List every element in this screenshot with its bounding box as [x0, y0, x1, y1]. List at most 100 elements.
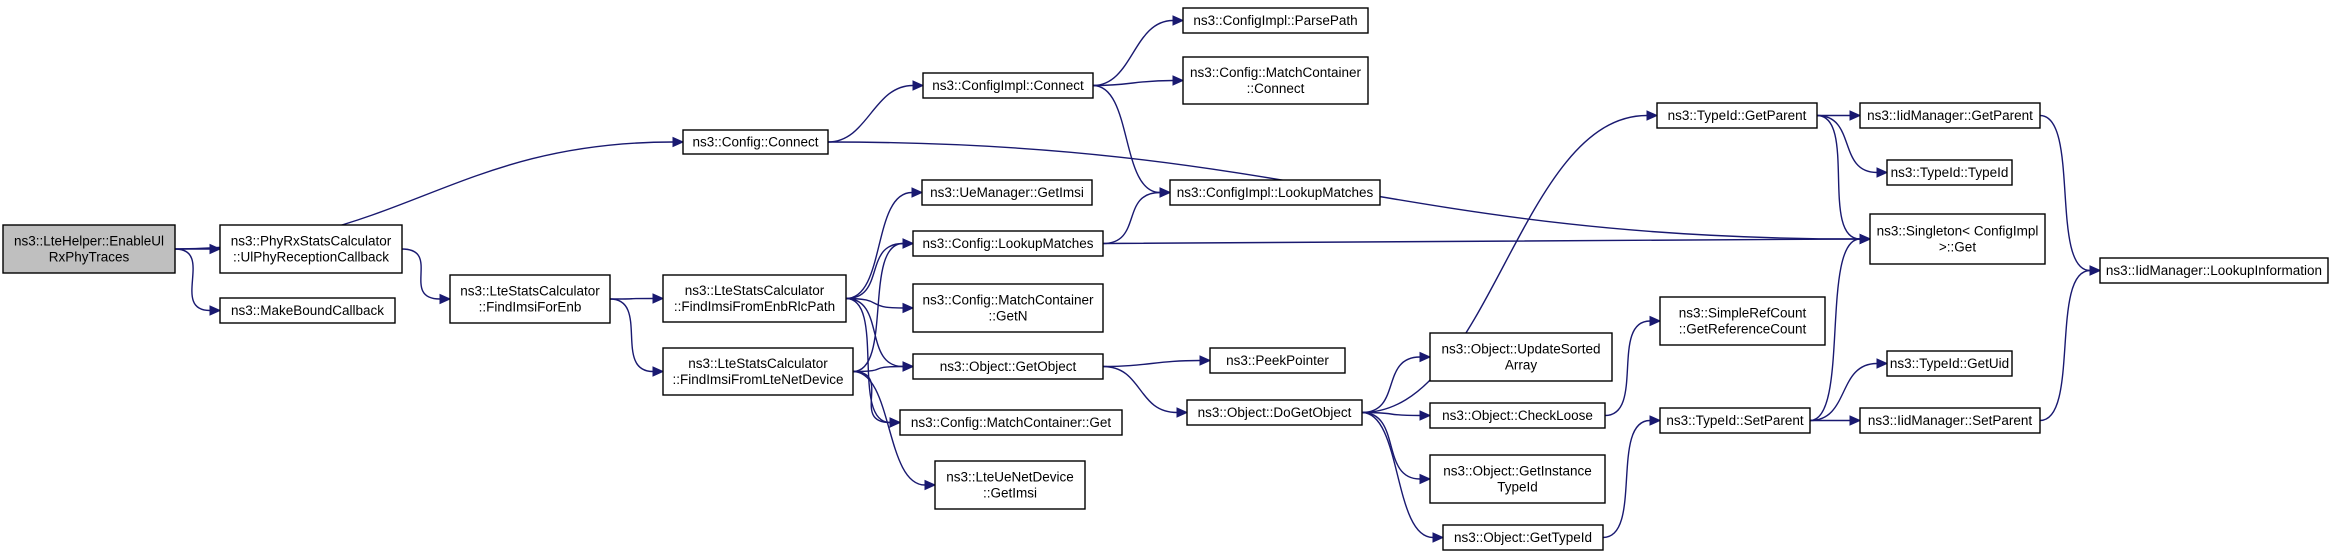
node-n27[interactable]: ns3::IidManager::GetParent — [1859, 102, 2041, 129]
edge-n11-n15 — [852, 361, 915, 373]
node-label: ::UlPhyReceptionCallback — [233, 250, 389, 265]
node-label: ns3::PhyRxStatsCalculator — [231, 234, 392, 249]
node-label: ::GetN — [988, 309, 1027, 324]
node-n29[interactable]: ns3::TypeId::GetUid — [1886, 350, 2013, 377]
edge-line — [1102, 365, 1178, 414]
node-label: TypeId — [1497, 480, 1538, 495]
node-box — [1859, 407, 2041, 434]
edge-arrowhead — [1199, 355, 1212, 366]
edge-line — [1361, 356, 1421, 414]
node-label: ns3::LteStatsCalculator — [685, 283, 825, 298]
edge-arrowhead — [1419, 351, 1432, 363]
edge-arrowhead — [1849, 110, 1862, 121]
node-n19[interactable]: ns3::Object::DoGetObject — [1186, 399, 1363, 426]
node-n22[interactable]: ns3::Object::CheckLoose — [1429, 402, 1606, 429]
edge-line — [845, 297, 904, 309]
node-n10[interactable]: ns3::LteStatsCalculator::FindImsiFromEnb… — [662, 274, 847, 323]
node-box — [1886, 159, 2013, 186]
node-label: ns3::Object::UpdateSorted — [1441, 342, 1600, 357]
node-box — [219, 224, 403, 274]
node-label: ::FindImsiFromLteNetDevice — [672, 372, 843, 387]
node-n3[interactable]: ns3::MakeBoundCallback — [219, 297, 396, 324]
edge-line — [1809, 238, 1861, 422]
node-n28[interactable]: ns3::TypeId::TypeId — [1886, 159, 2013, 186]
edge-line — [852, 370, 926, 486]
node-box — [1659, 407, 1811, 434]
node-n30[interactable]: ns3::IidManager::SetParent — [1859, 407, 2041, 434]
node-label: ns3::PeekPointer — [1226, 353, 1329, 368]
node-n20[interactable]: ns3::TypeId::GetParent — [1656, 102, 1818, 129]
node-label: ns3::TypeId::SetParent — [1666, 413, 1804, 428]
node-box — [449, 274, 611, 324]
node-box — [912, 353, 1104, 380]
node-box — [912, 230, 1104, 257]
edge-arrowhead — [902, 302, 915, 314]
node-n8[interactable]: ns3::ConfigImpl::LookupMatches — [1169, 179, 1381, 206]
node-box — [1429, 454, 1606, 504]
node-label: ns3::Config::MatchContainer — [922, 293, 1094, 308]
node-n16[interactable]: ns3::Config::MatchContainer::Get — [899, 409, 1123, 436]
edge-n30-n31 — [2039, 265, 2102, 422]
edge-n26-n5 — [1809, 233, 1872, 422]
node-box — [1886, 350, 2013, 377]
node-n5[interactable]: ns3::Singleton< ConfigImpl >::Get — [1869, 213, 2046, 265]
edge-n4-n8 — [1092, 84, 1172, 198]
node-label: ::FindImsiForEnb — [479, 300, 582, 315]
edge-n4-n7 — [1092, 75, 1185, 87]
edge-line — [609, 298, 654, 373]
edge-arrowhead — [1876, 358, 1889, 369]
node-label: ns3::LteHelper::EnableUl — [14, 234, 164, 249]
node-label: ns3::ConfigImpl::LookupMatches — [1177, 185, 1374, 200]
node-n2[interactable]: ns3::PhyRxStatsCalculator::UlPhyReceptio… — [219, 224, 403, 274]
node-n7[interactable]: ns3::Config::MatchContainer::Connect — [1182, 56, 1369, 105]
edge-n10-n16 — [845, 297, 902, 428]
node-n18[interactable]: ns3::PeekPointer — [1209, 347, 1346, 374]
node-box — [921, 179, 1093, 206]
node-n17[interactable]: ns3::LteUeNetDevice::GetImsi — [934, 460, 1086, 510]
node-label: ns3::LteStatsCalculator — [460, 284, 600, 299]
node-label: ns3::IidManager::LookupInformation — [2106, 263, 2322, 278]
node-n12[interactable]: ns3::UeManager::GetImsi — [921, 179, 1093, 206]
node-n26[interactable]: ns3::TypeId::SetParent — [1659, 407, 1811, 434]
node-label: ns3::Object::DoGetObject — [1198, 405, 1352, 420]
edge-arrowhead — [1419, 410, 1432, 421]
edge-n19-n23 — [1361, 411, 1432, 485]
node-label: ns3::UeManager::GetImsi — [930, 185, 1084, 200]
edge-arrowhead — [209, 243, 222, 255]
node-n9[interactable]: ns3::LteStatsCalculator::FindImsiForEnb — [449, 274, 611, 324]
edge-arrowhead — [209, 305, 222, 316]
node-label: ns3::Object::CheckLoose — [1442, 408, 1593, 423]
edge-n4-n6 — [1092, 15, 1185, 87]
node-label: ns3::LteStatsCalculator — [688, 356, 828, 371]
edge-line — [1092, 84, 1161, 194]
edge-arrowhead — [1432, 532, 1445, 543]
node-label: ns3::Config::Connect — [692, 135, 818, 150]
node-n15[interactable]: ns3::Object::GetObject — [912, 353, 1104, 380]
node-n24[interactable]: ns3::Object::GetTypeId — [1442, 524, 1604, 551]
node-n11[interactable]: ns3::LteStatsCalculator::FindImsiFromLte… — [662, 347, 854, 396]
node-n6[interactable]: ns3::ConfigImpl::ParsePath — [1182, 7, 1369, 34]
node-label: ns3::TypeId::GetParent — [1668, 108, 1807, 123]
node-n31[interactable]: ns3::IidManager::LookupInformation — [2099, 257, 2329, 284]
node-n1[interactable]: ns3::Config::Connect — [682, 129, 829, 155]
node-n13[interactable]: ns3::Config::LookupMatches — [912, 230, 1104, 257]
edge-arrowhead — [912, 80, 925, 91]
edge-n22-n25 — [1604, 315, 1662, 417]
node-n4[interactable]: ns3::ConfigImpl::Connect — [922, 72, 1094, 99]
edge-arrowhead — [1176, 407, 1189, 418]
node-label: ns3::LteUeNetDevice — [946, 470, 1074, 485]
node-n25[interactable]: ns3::SimpleRefCount::GetReferenceCount — [1659, 296, 1826, 346]
node-box — [1209, 347, 1346, 374]
node-box — [682, 129, 829, 155]
node-label: ns3::Config::MatchContainer — [1190, 65, 1362, 80]
edge-n27-n31 — [2039, 114, 2102, 276]
node-n14[interactable]: ns3::Config::MatchContainer::GetN — [912, 283, 1104, 333]
node-box — [1659, 296, 1826, 346]
node-label: ns3::TypeId::GetUid — [1890, 356, 2009, 371]
node-label: RxPhyTraces — [49, 250, 130, 265]
node-box — [934, 460, 1086, 510]
